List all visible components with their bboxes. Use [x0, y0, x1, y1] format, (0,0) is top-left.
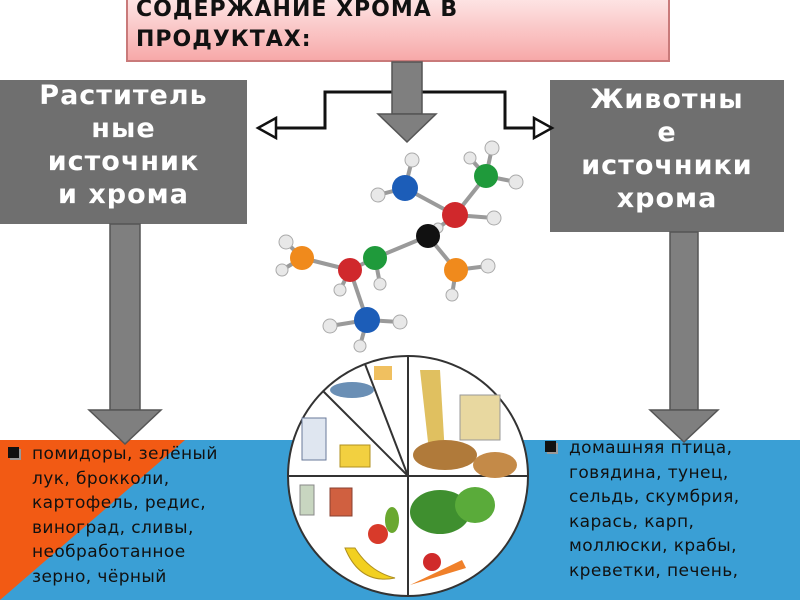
plant-sources-list: помидоры, зелёный лук, брокколи, картофе… [8, 442, 278, 589]
animal-sources-text: домашняя птица, говядина, тунец, сельдь,… [569, 438, 740, 581]
slide-title-box: СОДЕРЖАНИЕ ХРОМА В ПРОДУКТАХ: [126, 0, 670, 62]
plant-sources-text: помидоры, зелёный лук, брокколи, картофе… [32, 444, 218, 587]
right-arrow [532, 115, 555, 141]
orange-accent-shape [0, 440, 185, 600]
food-pyramid-illustration [287, 355, 529, 597]
plant-sources-label: Раститель ные источник и хрома [39, 80, 208, 210]
down-arrow [648, 231, 720, 444]
molecule-illustration [275, 140, 524, 353]
animal-sources-label: Животны е источники хрома [581, 84, 753, 214]
left-arrow [255, 115, 278, 141]
animal-sources-box: Животны е источники хрома [550, 80, 784, 232]
bullet-icon [545, 441, 556, 452]
bullet-icon [8, 447, 19, 458]
plant-sources-box: Раститель ные источник и хрома [0, 80, 247, 224]
down-arrow [87, 223, 163, 446]
down-arrow [376, 61, 438, 144]
slide-title: СОДЕРЖАНИЕ ХРОМА В ПРОДУКТАХ: [136, 0, 459, 52]
animal-sources-list: домашняя птица, говядина, тунец, сельдь,… [545, 436, 800, 583]
